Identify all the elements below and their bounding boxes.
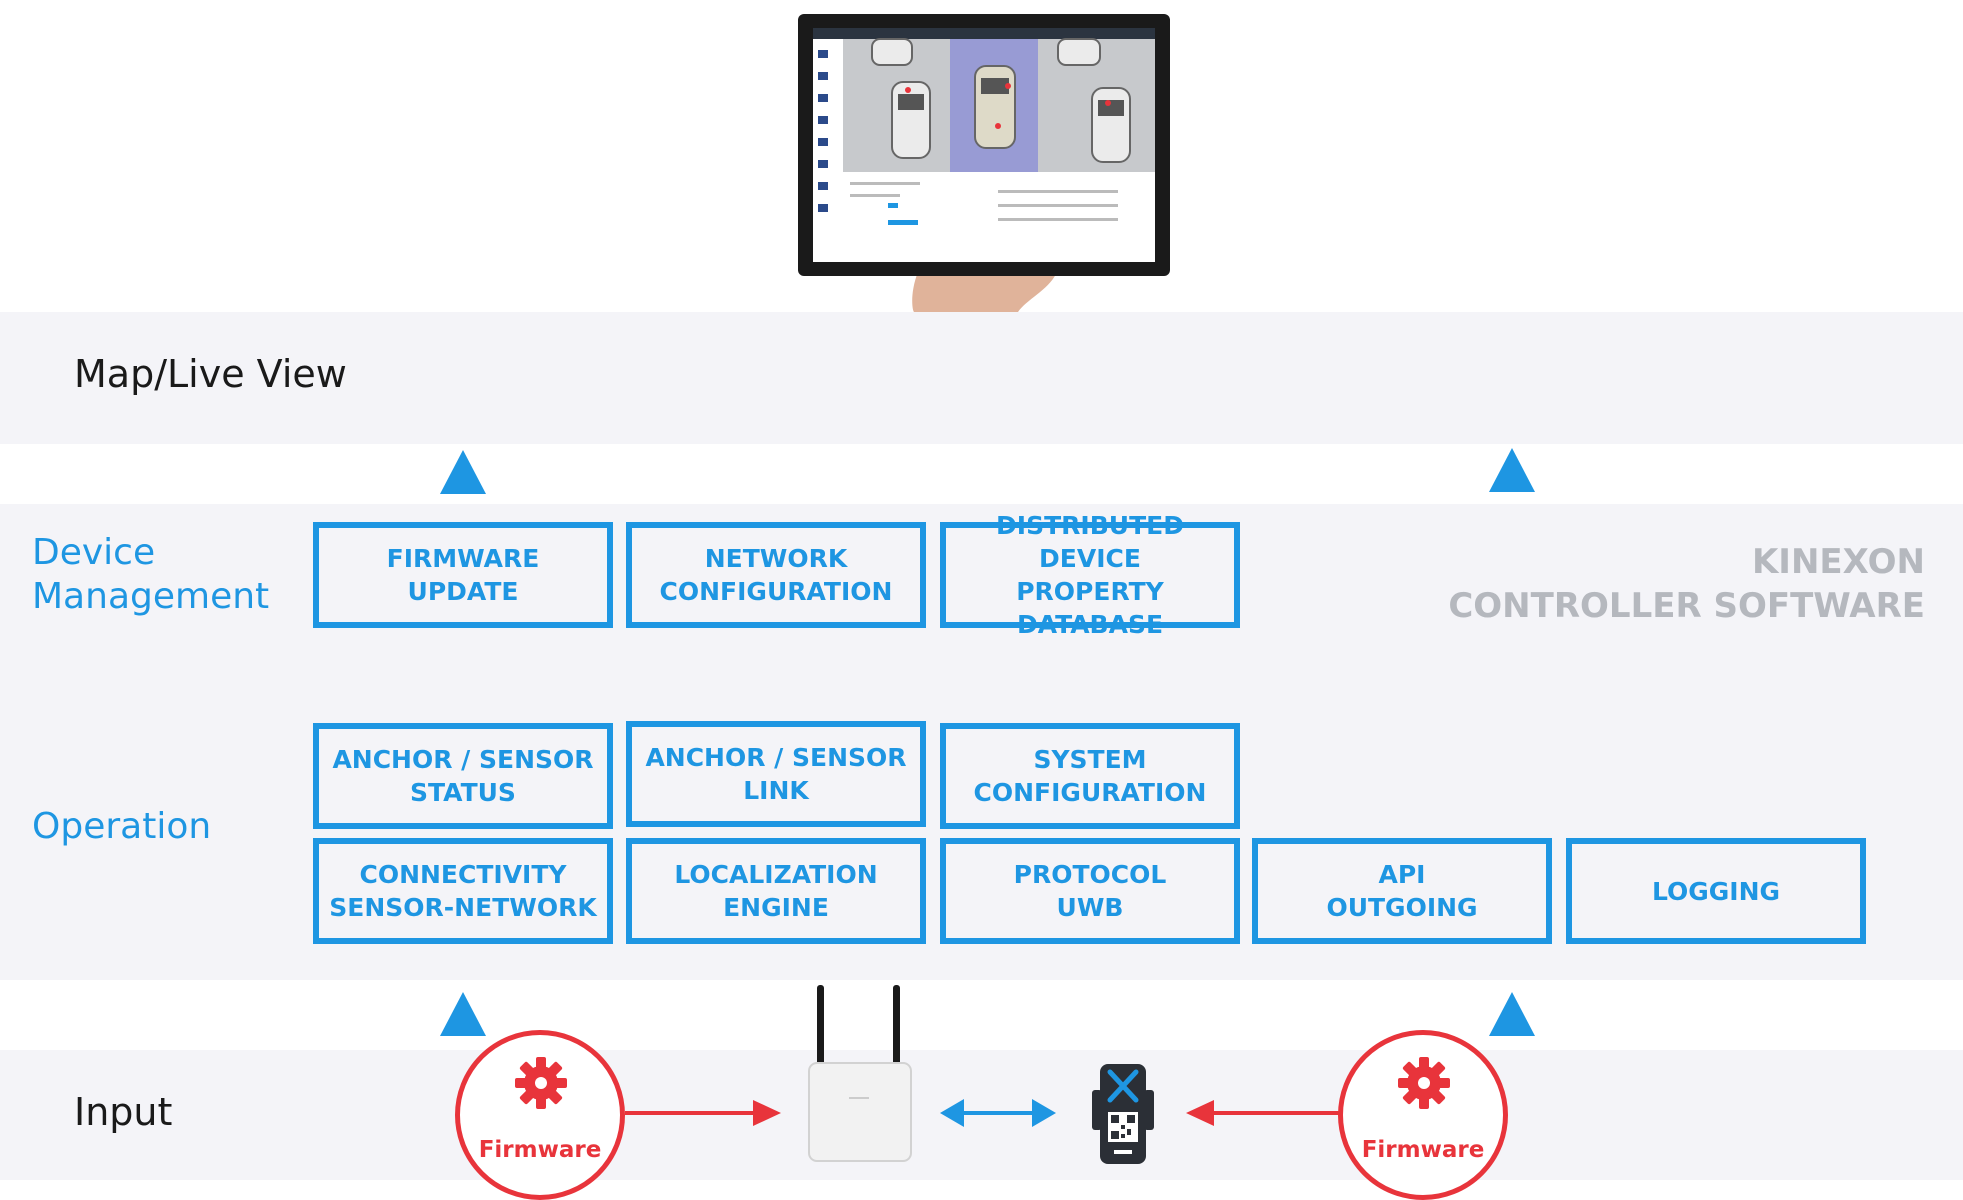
logging-box: LOGGING [1566,838,1866,944]
firmware-badge-right: Firmware [1338,1030,1508,1200]
anchor-sensor-status-box: ANCHOR / SENSOR STATUS [313,723,613,829]
box-line: STATUS [410,778,516,807]
box-line: ANCHOR / SENSOR [332,745,594,774]
box-line: CONFIGURATION [973,778,1207,807]
sensor-tag-icon [1092,1064,1154,1164]
box-line: DISTRIBUTED DEVICE [996,511,1184,573]
arrow-up-icon [440,992,486,1036]
device-management-label: Device Management [32,531,269,619]
box-line: PROTOCOL [1013,860,1167,889]
gear-icon [515,1057,567,1109]
box-line: ANCHOR / SENSOR [645,743,907,772]
arrow-up-icon [440,450,486,494]
box-line: FIRMWARE [386,544,540,573]
box-line: API [1378,860,1426,889]
distributed-device-property-database-box: DISTRIBUTED DEVICE PROPERTY DATABASE [940,511,1240,639]
gear-icon [1398,1057,1450,1109]
box-line: LINK [743,776,809,805]
box-line: CONFIGURATION [659,577,893,606]
device-management-line-2: Management [32,576,270,617]
brand-line-1: KINEXON [1751,542,1925,582]
arrow-left-icon [1186,1100,1342,1126]
network-configuration-box: NETWORK CONFIGURATION [626,522,926,628]
anchor-device-icon [808,985,912,1162]
double-arrow-icon [940,1099,1056,1127]
arrow-up-icon [1489,448,1535,492]
firmware-update-box: FIRMWARE UPDATE [313,522,613,628]
map-live-view-label: Map/Live View [74,352,347,396]
device-management-line-1: Device [32,532,156,573]
brand-line-2: CONTROLLER SOFTWARE [1448,586,1925,626]
kinexon-brand: KINEXON CONTROLLER SOFTWARE [1448,540,1925,628]
box-line: UWB [1056,893,1124,922]
anchor-sensor-link-box: ANCHOR / SENSOR LINK [626,721,926,827]
localization-engine-box: LOCALIZATION ENGINE [626,838,926,944]
box-line: LOGGING [1651,876,1781,906]
firmware-label: Firmware [1361,1137,1485,1163]
box-line: CONNECTIVITY [359,860,567,889]
box-line: NETWORK [704,544,848,573]
system-configuration-box: SYSTEM CONFIGURATION [940,723,1240,829]
map-live-view-band [0,312,1963,444]
tablet-screenshot [790,10,1180,312]
box-line: LOCALIZATION [674,860,878,889]
box-line: OUTGOING [1326,893,1478,922]
api-outgoing-box: API OUTGOING [1252,838,1552,944]
box-line: UPDATE [407,577,519,606]
operation-label: Operation [32,806,212,847]
arrow-right-icon [625,1100,781,1126]
box-line: SENSOR-NETWORK [329,893,597,922]
protocol-uwb-box: PROTOCOL UWB [940,838,1240,944]
arrow-up-icon [1489,992,1535,1036]
input-label: Input [74,1090,173,1134]
box-line: SYSTEM [1033,745,1147,774]
firmware-label: Firmware [478,1137,602,1163]
connectivity-sensor-network-box: CONNECTIVITY SENSOR-NETWORK [313,838,613,944]
box-line: ENGINE [723,893,829,922]
box-line: PROPERTY DATABASE [1016,577,1164,639]
firmware-badge-left: Firmware [455,1030,625,1200]
